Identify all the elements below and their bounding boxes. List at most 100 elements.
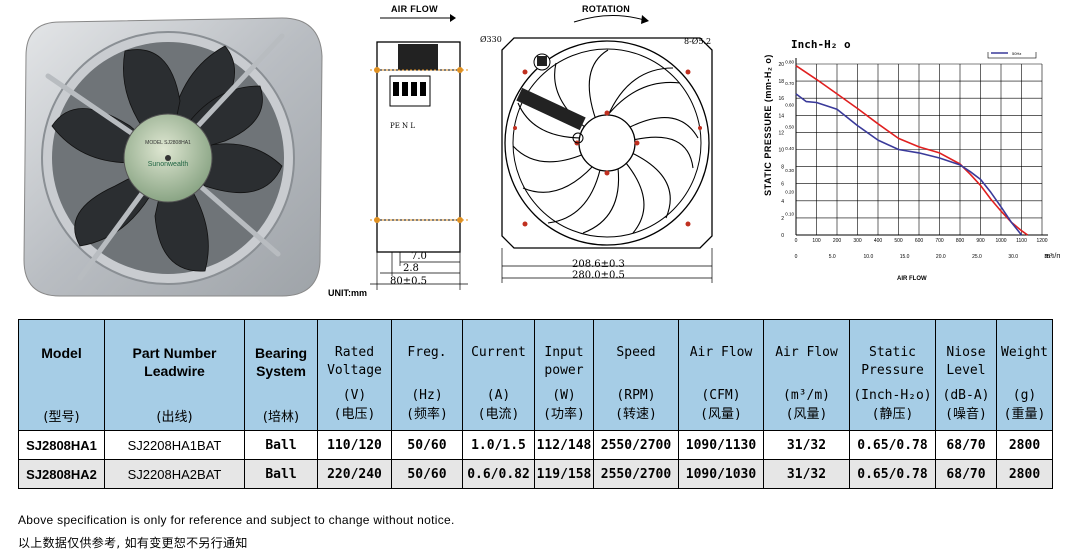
header-cell: Freg.(Hz)(频率)	[391, 319, 463, 431]
chart-top-unit: Inch-H₂ o	[791, 38, 851, 51]
rotation-label: ROTATION	[582, 4, 631, 14]
x-tick-label-m3: 30.0	[1008, 254, 1018, 260]
y-tick-label-mm: 20	[778, 62, 784, 68]
cell-voltage: 220/240	[317, 459, 392, 489]
x-tick-label-cfm: 600	[915, 238, 924, 244]
cell-speed: 2550/2700	[593, 459, 679, 489]
cell-pressure: 0.65/0.78	[849, 459, 936, 489]
cell-weight: 2800	[996, 430, 1053, 460]
header-cell: Niose Level(dB-A)(噪音)	[935, 319, 997, 431]
cell-current: 1.0/1.5	[462, 430, 535, 460]
cell-bearing: Ball	[244, 430, 318, 460]
y-tick-label-inch: 0.70	[785, 81, 794, 86]
cell-freq: 50/60	[391, 430, 463, 460]
dim-holes: 8-Ø5.2	[684, 37, 712, 46]
y-tick-label-mm: 8	[781, 165, 784, 171]
cell-voltage: 110/120	[317, 430, 392, 460]
dim-2-8: 2.8	[403, 263, 419, 274]
table-row: SJ2808HA2 SJ2208HA2BAT Ball 220/240 50/6…	[18, 459, 1053, 489]
dim-208: 208.6±0.3	[572, 259, 625, 270]
header-cell: Air Flow(m³/m)(风量)	[763, 319, 850, 431]
cell-airflow-cfm: 1090/1030	[678, 459, 764, 489]
unit-label: UNIT:mm	[328, 288, 368, 298]
y-tick-label-inch: 0.20	[785, 190, 794, 195]
cell-model: SJ2808HA1	[18, 430, 105, 460]
cell-power: 112/148	[534, 430, 594, 460]
y-tick-label-mm: 18	[778, 79, 784, 85]
y-tick-label-mm: 12	[778, 130, 784, 136]
header-cell: Air Flow(CFM)(风量)	[678, 319, 764, 431]
x-tick-label-m3: 35.0	[1045, 254, 1055, 260]
cell-pressure: 0.65/0.78	[849, 430, 936, 460]
x-tick-label-m3: 25.0	[972, 254, 982, 260]
x-tick-label-cfm: 500	[894, 238, 903, 244]
y-tick-label-mm: 16	[778, 96, 784, 102]
header-cell: Current(A)(电流)	[462, 319, 535, 431]
y-tick-label-inch: 0.40	[785, 146, 794, 151]
cell-weight: 2800	[996, 459, 1053, 489]
x-tick-label-cfm: 200	[833, 238, 842, 244]
header-cell: Rated Voltage(V)(电压)	[317, 319, 392, 431]
header-cell: Part Number Leadwire(出线)	[104, 319, 245, 431]
x-tick-label-m3: 5.0	[829, 254, 836, 260]
cell-airflow-m3: 31/32	[763, 430, 850, 460]
x-tick-label-cfm: 900	[976, 238, 985, 244]
x-tick-label-cfm: 700	[935, 238, 944, 244]
header-cell: Static Pressure(Inch-H₂o)(静压)	[849, 319, 936, 431]
cell-part-number: SJ2208HA1BAT	[104, 430, 245, 460]
y-tick-label-inch: 0.10	[785, 211, 794, 216]
cell-part-number: SJ2208HA2BAT	[104, 459, 245, 489]
air-flow-arrow	[380, 14, 456, 22]
table-header-row: Model(型号) Part Number Leadwire(出线) Beari…	[18, 319, 1053, 431]
header-cell: Input power(W)(功率)	[534, 319, 594, 431]
x-tick-label-m3: 15.0	[900, 254, 910, 260]
x-tick-label-cfm: 1100	[1016, 238, 1027, 244]
series-line-50Hz	[795, 93, 1023, 236]
air-flow-label: AIR FLOW	[391, 4, 438, 14]
svg-text:PE N L: PE N L	[390, 122, 415, 130]
series-line-60Hz	[795, 65, 1029, 236]
dim-phi330: Ø330	[480, 35, 502, 44]
cell-noise: 68/70	[935, 459, 997, 489]
cell-power: 119/158	[534, 459, 594, 489]
x-tick-label-cfm: 800	[956, 238, 965, 244]
dim-280: 280.0±0.5	[572, 270, 625, 281]
y-tick-label-mm: 0	[781, 233, 784, 239]
side-view-drawing: PE N L	[370, 41, 468, 290]
dim-80: 80±0.5	[390, 276, 428, 287]
x-tick-label-cfm: 0	[795, 238, 798, 244]
y-tick-label-inch: 0.80	[785, 59, 794, 64]
x-tick-label-m3: 20.0	[936, 254, 946, 260]
header-cell: Bearing System(培林)	[244, 319, 318, 431]
y-tick-label-mm: 4	[781, 199, 784, 205]
cell-freq: 50/60	[391, 459, 463, 489]
cell-model: SJ2808HA2	[18, 459, 105, 489]
legend-box	[987, 52, 1037, 59]
cell-bearing: Ball	[244, 459, 318, 489]
x-tick-label-m3: 0	[795, 254, 798, 260]
x-tick-label-cfm: 400	[874, 238, 883, 244]
x-tick-label-cfm: 100	[812, 238, 821, 244]
cell-airflow-m3: 31/32	[763, 459, 850, 489]
y-tick-label-inch: 0.30	[785, 168, 794, 173]
x-tick-label-cfm: 1000	[995, 238, 1006, 244]
x-unit-label: m³ /min	[1044, 253, 1060, 260]
y-tick-label-mm: 6	[781, 182, 784, 188]
spec-table: Model(型号) Part Number Leadwire(出线) Beari…	[18, 319, 1053, 489]
y-tick-label-inch: 0.50	[785, 124, 794, 129]
fan-photo: MODEL SJ2808HA1 Sunonwealth	[23, 17, 323, 297]
y-tick-label-mm: 2	[781, 216, 784, 222]
svg-text:MODEL SJ2808HA1: MODEL SJ2808HA1	[145, 140, 191, 146]
front-view-drawing	[501, 37, 713, 283]
cell-noise: 68/70	[935, 430, 997, 460]
header-cell: Weight(g)(重量)	[996, 319, 1053, 431]
performance-chart: 024681012141618200.800.700.600.500.400.3…	[778, 52, 1060, 260]
legend-label: 50Hz	[1012, 52, 1021, 56]
y-tick-label-inch: 0.60	[785, 103, 794, 108]
y-tick-label-mm: 14	[778, 113, 784, 119]
header-cell: Model(型号)	[18, 319, 105, 431]
x-tick-label-cfm: 1200	[1036, 238, 1047, 244]
note-chinese: 以上数据仅供参考, 如有变更恕不另行通知	[18, 536, 248, 550]
table-row: SJ2808HA1 SJ2208HA1BAT Ball 110/120 50/6…	[18, 430, 1053, 460]
x-tick-label-cfm: 300	[853, 238, 862, 244]
